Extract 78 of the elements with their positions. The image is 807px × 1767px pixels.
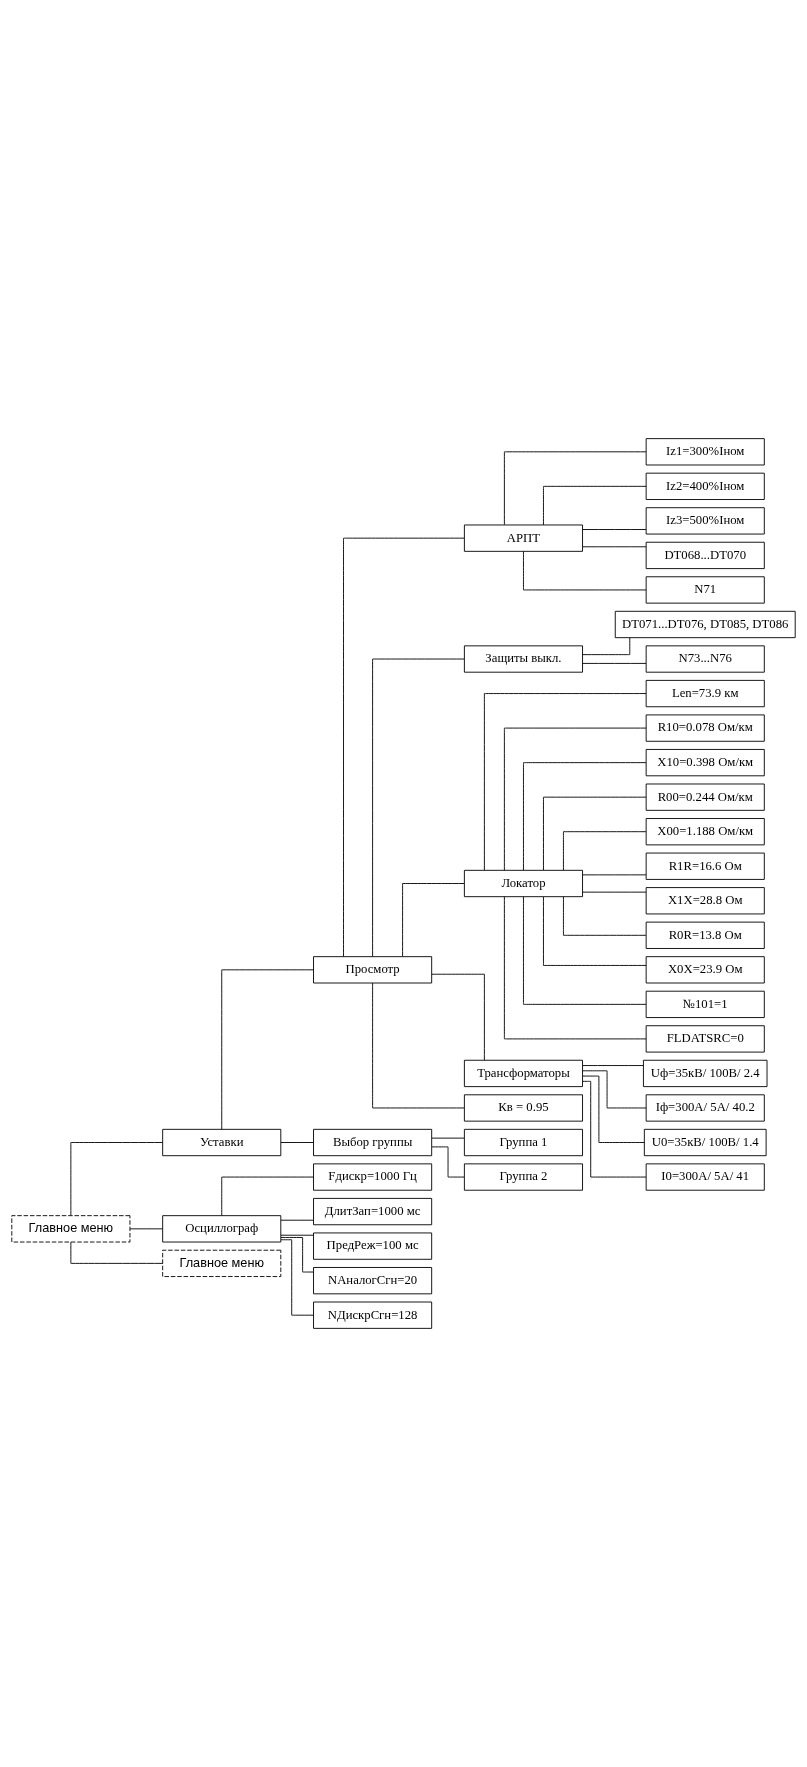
node-box: Защиты выкл. xyxy=(463,645,583,673)
node-box: U0=35кВ/ 100В/ 1.4 xyxy=(643,1128,767,1157)
connector xyxy=(280,1234,314,1236)
node-box: R10=0.078 Ом/км xyxy=(645,714,765,742)
node-box: Fдискр=1000 Гц xyxy=(313,1163,433,1191)
node-box: №101=1 xyxy=(645,990,765,1018)
connector xyxy=(543,796,647,871)
node-box: Трансформаторы xyxy=(463,1059,583,1088)
node-box: X1X=28.8 Ом xyxy=(645,887,765,915)
node-box: R0R=13.8 Ом xyxy=(645,921,765,949)
node-box: АРПТ xyxy=(463,524,583,552)
connector xyxy=(503,896,647,1040)
node-box: NАналогСгн=20 xyxy=(313,1267,433,1295)
connector xyxy=(582,662,647,664)
node-box: X00=1.188 Ом/км xyxy=(645,818,765,846)
connector xyxy=(343,537,465,957)
connector xyxy=(129,1228,163,1230)
node-box: Uф=35кВ/ 100В/ 2.4 xyxy=(642,1059,768,1088)
connector xyxy=(582,529,647,530)
node-box: Кв = 0.95 xyxy=(463,1094,583,1122)
connector xyxy=(563,831,647,871)
connector xyxy=(582,546,647,548)
connector xyxy=(503,451,647,526)
connector xyxy=(582,1070,647,1109)
connector xyxy=(582,874,647,876)
node-box: X0X=23.9 Ом xyxy=(645,956,765,984)
connector xyxy=(543,896,647,966)
connector xyxy=(280,1237,314,1273)
connector xyxy=(280,1239,314,1316)
connector xyxy=(280,1142,314,1143)
node-box: Iz2=400%Iном xyxy=(645,472,765,500)
connector xyxy=(563,896,647,936)
connector xyxy=(523,762,647,871)
node-box: Группа 1 xyxy=(463,1128,583,1157)
node-box: Len=73.9 км xyxy=(645,679,765,708)
node-box: Просмотр xyxy=(313,956,433,984)
node-box: Iz1=300%Iном xyxy=(645,438,765,466)
node-box: Iф=300А/ 5А/ 40.2 xyxy=(645,1094,765,1122)
node-box: DT071...DT076, DT085, DT086 xyxy=(614,610,796,639)
node-box: Осциллограф xyxy=(162,1215,282,1243)
connector xyxy=(402,883,465,957)
node-box: N73...N76 xyxy=(645,645,765,673)
node-box: DT068...DT070 xyxy=(645,541,765,570)
node-box: X10=0.398 Ом/км xyxy=(645,749,765,777)
node-box: Уставки xyxy=(162,1128,282,1157)
connector xyxy=(523,896,647,1005)
connector xyxy=(543,485,647,526)
node-box: R00=0.244 Ом/км xyxy=(645,783,765,811)
node-box: Выбор группы xyxy=(313,1128,433,1157)
node-box: Группа 2 xyxy=(463,1163,583,1191)
node-box: Iz3=500%Iном xyxy=(645,507,765,535)
node-box: ПредРеж=100 мс xyxy=(313,1232,433,1260)
connector xyxy=(503,727,647,871)
connector xyxy=(483,693,647,871)
connector xyxy=(372,658,465,957)
node-box: ДлитЗап=1000 мс xyxy=(313,1197,433,1226)
connector xyxy=(372,982,465,1109)
connector xyxy=(221,969,314,1130)
connector xyxy=(431,1137,465,1139)
connector xyxy=(582,891,647,893)
node-box: NДискрСгн=128 xyxy=(313,1301,433,1329)
node-box: Локатор xyxy=(463,869,583,898)
connector xyxy=(70,1142,163,1216)
connector xyxy=(582,1065,644,1066)
connector xyxy=(70,1241,163,1264)
connector xyxy=(582,637,631,656)
node-box: FLDATSRC=0 xyxy=(645,1025,765,1053)
connector xyxy=(431,973,485,1061)
connector xyxy=(582,1075,645,1143)
node-box: Главное меню xyxy=(162,1249,282,1277)
node-box: R1R=16.6 Ом xyxy=(645,852,765,880)
connector xyxy=(582,1080,647,1178)
connector xyxy=(221,1176,314,1216)
node-box: Главное меню xyxy=(11,1215,131,1243)
node-box: I0=300А/ 5А/ 41 xyxy=(645,1163,765,1191)
connector xyxy=(280,1219,314,1221)
connector xyxy=(523,551,647,591)
node-box: N71 xyxy=(645,576,765,604)
